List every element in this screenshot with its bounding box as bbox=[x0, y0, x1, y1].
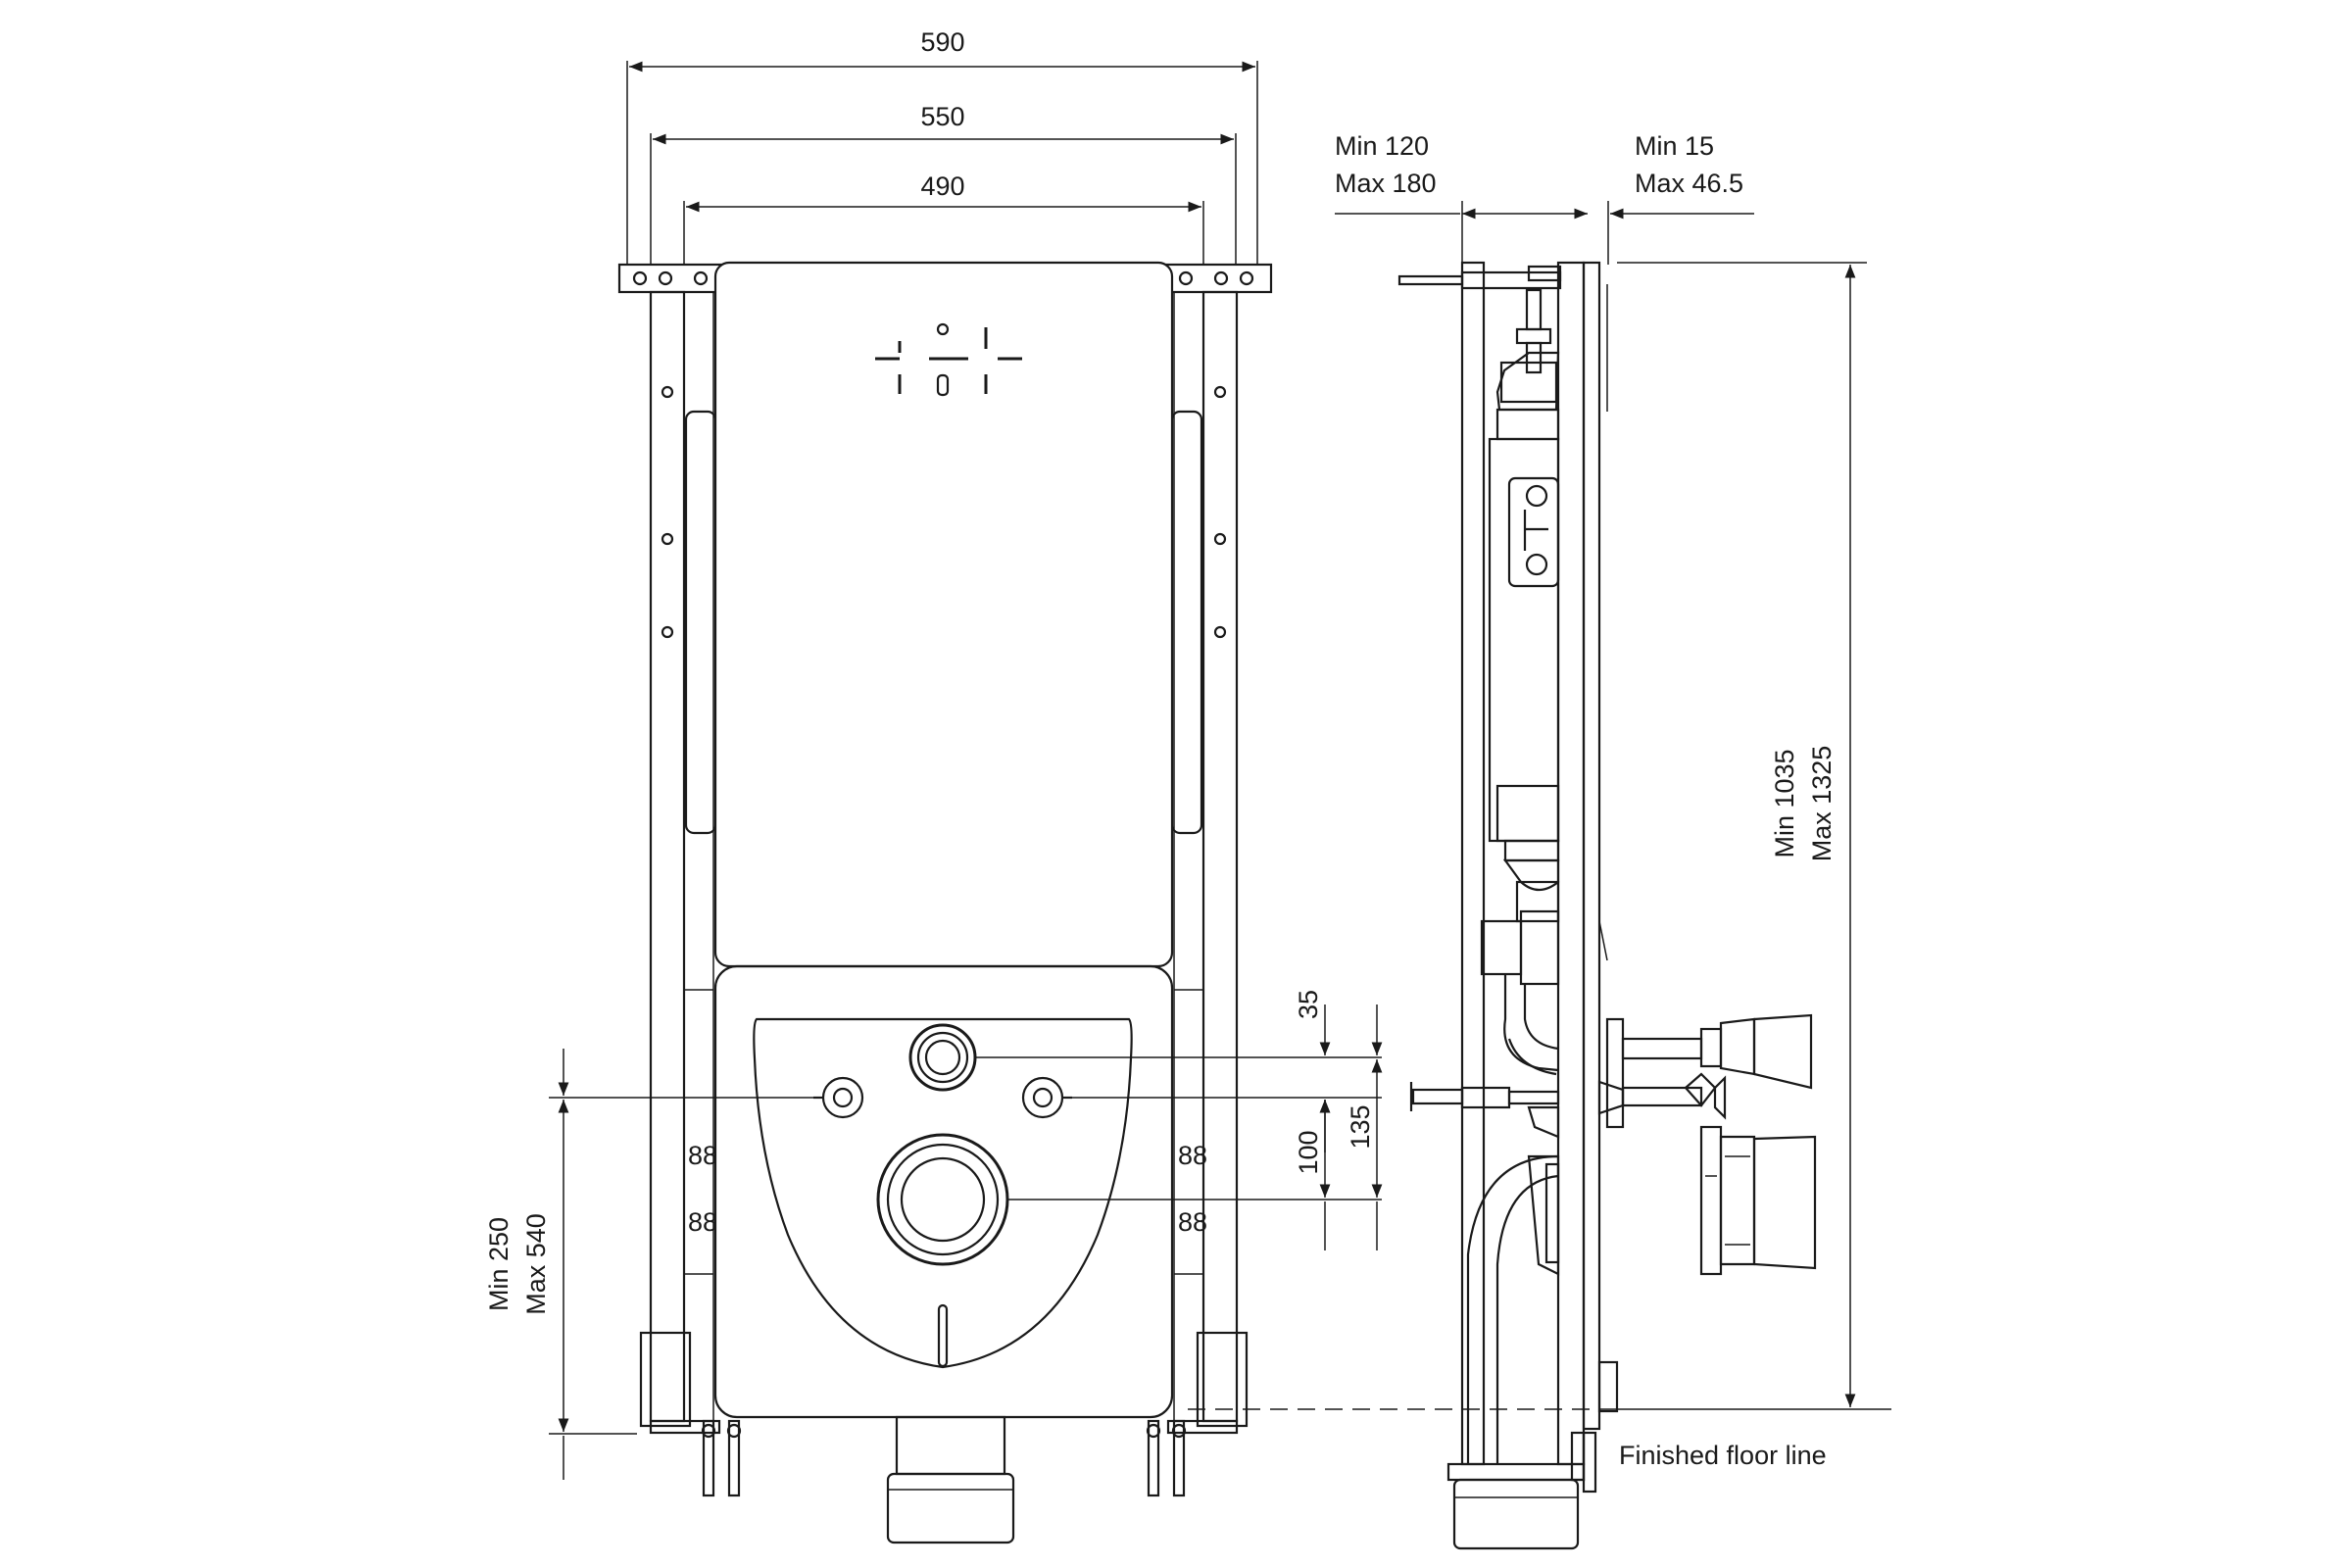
total-height-min-label: Min 1035 bbox=[1770, 749, 1799, 858]
waste-outlet-ring bbox=[876, 1133, 1009, 1266]
flush-plate-mark-icon bbox=[875, 322, 1022, 397]
bolt-height-dimension: Min 250 Max 540 bbox=[484, 1049, 823, 1480]
side-view: Min 120 Max 180 Min 15 Max 46.5 Min 1035… bbox=[1188, 131, 1891, 1550]
depth-min-label: Min 120 bbox=[1335, 131, 1429, 161]
width-dimension-590: 590 bbox=[626, 27, 1258, 265]
post-marker-left-upper: 88 bbox=[688, 1141, 717, 1170]
total-height-max-label: Max 1325 bbox=[1807, 746, 1837, 862]
dim-label-135: 135 bbox=[1346, 1104, 1375, 1149]
floor-line-label: Finished floor line bbox=[1619, 1441, 1827, 1470]
dim-label-35: 35 bbox=[1294, 990, 1323, 1019]
width-dimension-490: 490 bbox=[683, 172, 1204, 265]
post-marker-left-lower: 88 bbox=[688, 1207, 717, 1237]
vertical-dimensions-right: 35 100 135 bbox=[975, 990, 1383, 1250]
waste-pipe bbox=[886, 1415, 1015, 1544]
total-height-dimension: Min 1035 Max 1325 bbox=[1617, 262, 1891, 1410]
side-waste-bend bbox=[1446, 1154, 1597, 1550]
right-floor-anchors bbox=[1146, 1419, 1239, 1497]
post-marker-right-lower: 88 bbox=[1178, 1207, 1207, 1237]
side-top-anchor bbox=[1397, 265, 1562, 374]
side-bolt-rod bbox=[1409, 1080, 1625, 1139]
finished-floor-line: Finished floor line bbox=[1188, 1408, 1827, 1470]
width-label-550: 550 bbox=[920, 102, 964, 131]
side-frame-post bbox=[1460, 261, 1619, 1466]
width-label-590: 590 bbox=[920, 27, 964, 57]
front-view: 590 550 490 bbox=[484, 27, 1383, 1544]
side-cistern-body bbox=[1488, 351, 1560, 923]
post-marker-right-upper: 88 bbox=[1178, 1141, 1207, 1170]
left-floor-anchors bbox=[649, 1419, 742, 1497]
bolt-height-min-label: Min 250 bbox=[484, 1217, 514, 1311]
flush-inlet-ring bbox=[908, 1023, 977, 1092]
side-flush-connector bbox=[1605, 1013, 1813, 1129]
depth-max-label: Max 180 bbox=[1335, 169, 1437, 198]
left-frame-post bbox=[639, 290, 717, 1428]
cistern-panel bbox=[713, 261, 1174, 968]
side-flush-pipe bbox=[1480, 909, 1560, 1076]
offset-min-label: Min 15 bbox=[1635, 131, 1714, 161]
width-dimension-550: 550 bbox=[650, 102, 1237, 265]
side-waste-connector bbox=[1699, 1125, 1817, 1276]
dim-label-100: 100 bbox=[1294, 1130, 1323, 1174]
width-label-490: 490 bbox=[920, 172, 964, 201]
offset-max-label: Max 46.5 bbox=[1635, 169, 1743, 198]
right-frame-post bbox=[1170, 290, 1249, 1428]
bowl-connection-plate bbox=[713, 964, 1174, 1419]
bolt-height-max-label: Max 540 bbox=[521, 1213, 551, 1315]
